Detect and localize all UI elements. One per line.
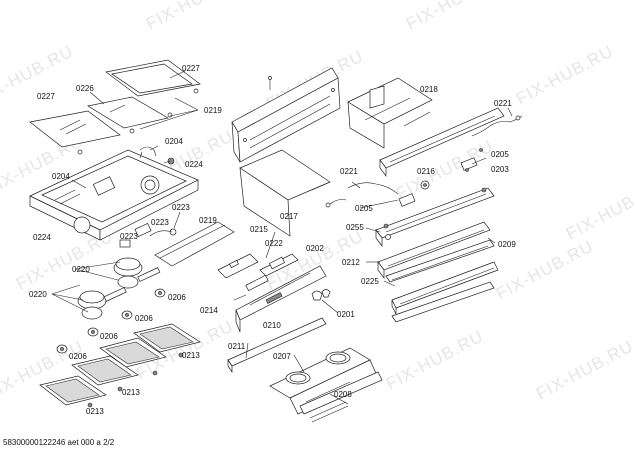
footer-code: 58300000122246 aet 000 a 2/2 — [3, 438, 115, 447]
part-label-0213: 0213 — [86, 407, 104, 416]
watermark: FIX-HUB.RU — [143, 0, 247, 34]
hood-body-0204 — [29, 146, 199, 241]
filter-panel-0227-left — [29, 110, 121, 148]
part-label-0217: 0217 — [280, 212, 298, 221]
part-label-0206: 0206 — [100, 332, 118, 341]
part-0201 — [311, 290, 323, 301]
watermark: FIX-HUB.RU — [403, 0, 507, 34]
part-label-0255: 0255 — [346, 223, 364, 232]
part-label-0206: 0206 — [69, 352, 87, 361]
part-label-0213: 0213 — [182, 351, 200, 360]
grease-filters-0213 — [39, 323, 201, 408]
side-panel-0217 — [239, 149, 331, 237]
watermark: FIX-HUB.RU — [383, 326, 487, 393]
part-label-0209: 0209 — [498, 240, 516, 249]
part-label-0216: 0216 — [417, 167, 435, 176]
part-label-0207: 0207 — [273, 352, 291, 361]
part-label-0223: 0223 — [120, 232, 138, 241]
part-label-0227: 0227 — [37, 92, 55, 101]
part-label-0205: 0205 — [491, 150, 509, 159]
part-label-0223: 0223 — [172, 203, 190, 212]
part-label-0211: 0211 — [228, 342, 246, 351]
watermark: FIX-HUB.RU — [533, 336, 636, 403]
watermark: FIX-HUB.RU — [563, 176, 636, 243]
back-panel — [231, 67, 341, 163]
part-label-0227: 0227 — [182, 64, 200, 73]
filter-panel-0226 — [87, 96, 169, 129]
part-label-0226: 0226 — [76, 84, 94, 93]
part-label-0203: 0203 — [491, 165, 509, 174]
part-label-0213: 0213 — [122, 388, 140, 397]
part-label-0219: 0219 — [199, 216, 217, 225]
part-0203 — [460, 157, 478, 171]
part-label-0206: 0206 — [135, 314, 153, 323]
part-label-0202: 0202 — [306, 244, 324, 253]
part-label-0221: 0221 — [494, 99, 512, 108]
part-label-0223: 0223 — [151, 218, 169, 227]
blower-assembly — [51, 221, 235, 320]
part-label-0205: 0205 — [355, 204, 373, 213]
part-label-0206: 0206 — [168, 293, 186, 302]
part-label-0204: 0204 — [52, 172, 70, 181]
leader-lines — [71, 91, 513, 405]
part-0209 — [385, 239, 495, 283]
part-label-0224: 0224 — [33, 233, 51, 242]
part-label-0220: 0220 — [29, 290, 47, 299]
part-labels: 0227 0226 0227 0219 0204 0224 0204 0224 … — [29, 64, 516, 416]
part-label-0221: 0221 — [340, 167, 358, 176]
part-label-0204: 0204 — [165, 137, 183, 146]
light-rail — [325, 107, 523, 208]
watermark: FIX-HUB.RU — [513, 41, 617, 108]
strip-0219 — [154, 221, 235, 267]
lower-trim — [227, 317, 383, 423]
part-label-0212: 0212 — [342, 258, 360, 267]
part-label-0201: 0201 — [337, 310, 355, 319]
bracket-0218 — [347, 77, 433, 149]
part-label-0225: 0225 — [361, 277, 379, 286]
part-label-0215: 0215 — [250, 225, 268, 234]
knobs-0206 — [56, 288, 166, 354]
part-0215 — [217, 253, 259, 279]
part-label-0222: 0222 — [265, 239, 283, 248]
part-label-0208: 0208 — [334, 390, 352, 399]
part-label-0224: 0224 — [185, 160, 203, 169]
part-label-0219: 0219 — [204, 106, 222, 115]
part-label-0220: 0220 — [72, 265, 90, 274]
part-label-0214: 0214 — [200, 306, 218, 315]
light-frames — [375, 187, 499, 323]
control-housing — [217, 253, 331, 333]
part-label-0210: 0210 — [263, 321, 281, 330]
filter-panels-top — [29, 59, 201, 155]
part-label-0218: 0218 — [420, 85, 438, 94]
